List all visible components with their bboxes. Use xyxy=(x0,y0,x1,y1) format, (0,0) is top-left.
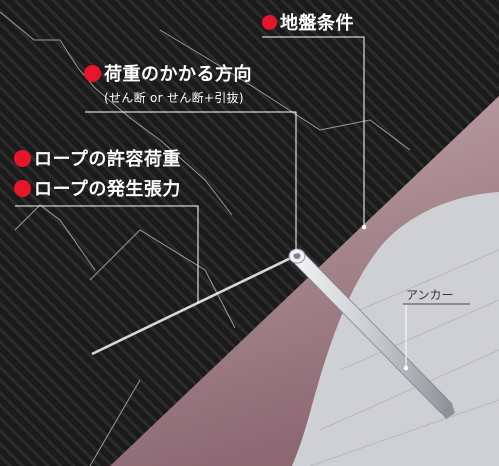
label-ground-conditions-text: 地盤条件 xyxy=(280,13,354,34)
leader-rope xyxy=(15,205,199,303)
red-circle-bullet-icon xyxy=(14,179,31,197)
red-circle-bullet-icon xyxy=(84,64,101,82)
label-rope-tension: ロープの発生張力 xyxy=(14,175,181,201)
leader-end-anchor xyxy=(403,365,409,371)
label-rope-tension-text: ロープの発生張力 xyxy=(34,179,181,200)
label-load-direction-sub: (せん断 or せん断+引抜) xyxy=(104,89,244,106)
red-circle-bullet-icon xyxy=(14,149,31,167)
anchor-zone-texture xyxy=(309,249,499,466)
label-load-direction-sub-text: (せん断 or せん断+引抜) xyxy=(104,91,244,105)
anchor-zone xyxy=(292,192,499,466)
label-ground-conditions: 地盤条件 xyxy=(262,9,354,35)
label-anchor-text: アンカー xyxy=(406,288,454,302)
anchor-rod xyxy=(288,248,455,419)
leader-ground-conditions xyxy=(262,36,365,227)
label-load-direction-text: 荷重のかかる方向 xyxy=(104,64,252,85)
label-load-direction: 荷重のかかる方向 xyxy=(84,60,252,86)
label-anchor: アンカー xyxy=(406,286,454,303)
leader-end-ground xyxy=(361,224,367,230)
red-circle-bullet-icon xyxy=(262,14,277,30)
rope xyxy=(91,253,298,356)
label-rope-allowable-load: ロープの許容荷重 xyxy=(14,145,181,171)
leader-load-direction xyxy=(85,111,297,254)
label-rope-allowable-load-text: ロープの許容荷重 xyxy=(34,149,181,170)
